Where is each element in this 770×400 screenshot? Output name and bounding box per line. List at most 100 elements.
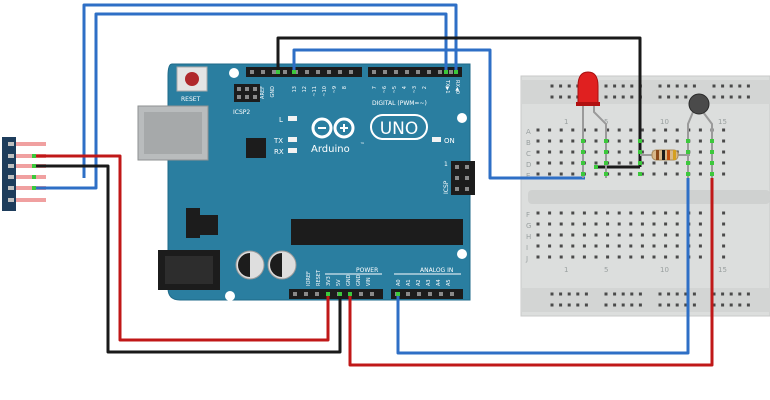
breadboard-hole: [548, 255, 552, 259]
breadboard-hole: [664, 172, 668, 176]
led-rx-label: RX: [274, 148, 284, 156]
rail-hole: [576, 303, 580, 307]
connector-pin: [16, 198, 46, 202]
breadboard-hole: [652, 139, 656, 143]
breadboard-hole: [664, 139, 668, 143]
breadboard-hole: [640, 161, 644, 165]
power-jack-inner: [165, 256, 213, 284]
rail-hole: [675, 84, 679, 88]
breadboard-hole: [629, 244, 633, 248]
breadboard-hole: [629, 172, 633, 176]
rail-hole: [692, 292, 696, 296]
breadboard-hole: [652, 233, 656, 237]
breadboard-hole: [536, 211, 540, 215]
arduino-brand: Arduino: [311, 144, 350, 155]
rail-hole: [621, 303, 625, 307]
rail-hole: [721, 84, 725, 88]
breadboard-hole: [664, 244, 668, 248]
wire-red-5v: [348, 178, 714, 367]
capacitor-mark: [270, 253, 282, 277]
breadboard-hole: [594, 172, 598, 176]
breadboard-hole: [722, 244, 726, 248]
breadboard-hole: [629, 128, 633, 132]
bottom-row-letters: F G H I J: [525, 211, 531, 263]
rail-hole: [550, 292, 554, 296]
breadboard-hole: [664, 222, 668, 226]
breadboard-hole: [548, 150, 552, 154]
breadboard-hole: [675, 244, 679, 248]
breadboard-hole: [571, 161, 575, 165]
breadboard-hole: [594, 211, 598, 215]
header-pin: [293, 292, 297, 296]
breadboard-hole: [594, 255, 598, 259]
led-tx: [288, 137, 297, 142]
connection-dot: [604, 172, 608, 176]
rail-hole: [675, 303, 679, 307]
connection-dot: [686, 161, 690, 165]
top-row-letters: A B C D E: [526, 128, 531, 180]
pin-label-13: 13: [292, 86, 298, 92]
breadboard-hole: [675, 233, 679, 237]
pin-label-tx: TX▶1: [444, 79, 450, 94]
breadboard-hole: [594, 139, 598, 143]
icsp2-label: ICSP2: [233, 109, 250, 116]
led-on-label: ON: [444, 137, 455, 145]
breadboard-hole: [722, 222, 726, 226]
breadboard-hole: [548, 211, 552, 215]
breadboard-hole: [571, 233, 575, 237]
breadboard-hole: [675, 255, 679, 259]
rail-hole: [658, 303, 662, 307]
icsp2-header: [234, 84, 260, 102]
breadboard-hole: [675, 172, 679, 176]
reset-button[interactable]: [185, 72, 199, 86]
row-letter: D: [526, 161, 531, 169]
breadboard-hole: [664, 128, 668, 132]
wire-blue-pin13: [292, 48, 585, 180]
breadboard-hole: [559, 211, 563, 215]
rail-hole: [738, 84, 742, 88]
rail-hole: [550, 303, 554, 307]
power-header: [289, 289, 383, 299]
header-pin: [304, 292, 308, 296]
rail-hole: [667, 84, 671, 88]
pin-label-a2: A2: [416, 279, 422, 286]
led-l-label: L: [279, 116, 283, 124]
pin-label-10: ~10: [322, 86, 328, 97]
connection-dot: [604, 139, 608, 143]
rail-hole: [613, 95, 617, 99]
breadboard-hole: [698, 222, 702, 226]
rail-hole: [729, 95, 733, 99]
breadboard-hole: [536, 139, 540, 143]
header-pin: [428, 292, 432, 296]
mounting-hole: [457, 249, 467, 259]
breadboard-hole: [606, 128, 610, 132]
bottom-power-rail: [521, 288, 770, 312]
header-pin: [383, 70, 387, 74]
connection-dot: [638, 161, 642, 165]
breadboard-hole: [548, 222, 552, 226]
row-letter: H: [526, 233, 531, 241]
pin-label-gnd: GND: [270, 86, 276, 98]
rail-hole: [559, 292, 563, 296]
rail-hole: [729, 303, 733, 307]
col-number: 10: [660, 266, 669, 274]
header-pin: [416, 70, 420, 74]
digital-header-left: [246, 67, 362, 77]
led-rim: [576, 102, 600, 106]
pin-label-8: 8: [342, 86, 348, 89]
breadboard-hole: [617, 172, 621, 176]
connection-dot: [396, 292, 400, 296]
breadboard-hole: [722, 161, 726, 165]
breadboard-hole: [617, 233, 621, 237]
header-pin: [370, 292, 374, 296]
breadboard-hole: [722, 150, 726, 154]
connection-dot: [338, 292, 342, 296]
breadboard-hole: [617, 211, 621, 215]
breadboard-hole: [606, 233, 610, 237]
rail-hole: [746, 95, 750, 99]
connection-dot: [326, 292, 330, 296]
center-channel: [528, 190, 770, 204]
connection-dot: [444, 70, 448, 74]
rail-hole: [712, 292, 716, 296]
connection-dot: [32, 164, 36, 168]
